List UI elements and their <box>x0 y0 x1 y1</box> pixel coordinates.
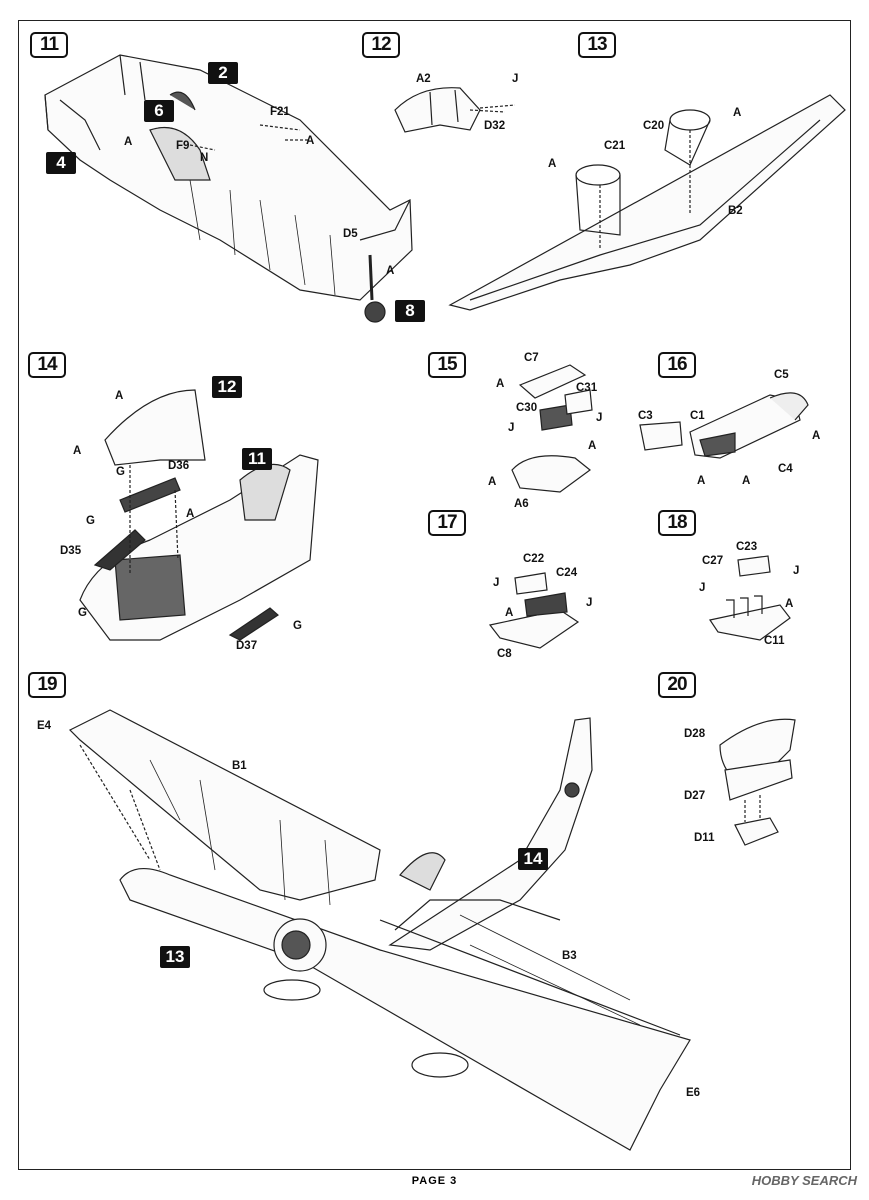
step-number-17: 17 <box>428 510 466 536</box>
glue-callout: A <box>742 475 751 487</box>
step14-nose-drawing <box>79 389 319 641</box>
glue-callout: G <box>116 466 125 478</box>
glue-callout: J <box>508 422 515 434</box>
part-label-c23: C23 <box>736 541 758 553</box>
ref-tag-6: 6 <box>144 100 174 122</box>
ref-tag-11: 11 <box>242 448 272 470</box>
step-number-19: 19 <box>28 672 66 698</box>
part-label-a2: A2 <box>416 73 431 85</box>
glue-callout: A <box>186 508 195 520</box>
part-label-c7: C7 <box>524 352 539 364</box>
step19-aircraft-drawing <box>68 709 691 1151</box>
part-label-c27: C27 <box>702 555 724 567</box>
part-label-d28: D28 <box>684 728 706 740</box>
part-label-c4: C4 <box>778 463 793 475</box>
step18-parts-drawing <box>709 555 791 641</box>
step-number-11: 11 <box>30 32 68 58</box>
part-label-c30: C30 <box>516 402 538 414</box>
part-label-c3: C3 <box>638 410 653 422</box>
part-label-f21: F21 <box>270 106 290 118</box>
step-number-20: 20 <box>658 672 696 698</box>
step11-fuselage-drawing <box>44 54 413 323</box>
step-number-13: 13 <box>578 32 616 58</box>
glue-callout: G <box>86 515 95 527</box>
part-label-c22: C22 <box>523 553 545 565</box>
glue-callout: J <box>512 73 519 85</box>
part-label-d27: D27 <box>684 790 706 802</box>
part-label-b1: B1 <box>232 760 247 772</box>
step12-canopy-drawing <box>394 87 516 133</box>
glue-callout: A <box>733 107 742 119</box>
part-label-c24: C24 <box>556 567 578 579</box>
part-label-c11: C11 <box>764 635 785 647</box>
ref-tag-13: 13 <box>160 946 190 968</box>
glue-callout: A <box>115 390 124 402</box>
part-label-c20: C20 <box>643 120 665 132</box>
step-number-14: 14 <box>28 352 66 378</box>
part-label-c8: C8 <box>497 648 512 660</box>
part-label-c1: C1 <box>690 410 705 422</box>
part-label-d32: D32 <box>484 120 506 132</box>
step13-lower-wing-drawing <box>448 94 846 311</box>
ref-tag-8: 8 <box>395 300 425 322</box>
watermark: HOBBY SEARCH <box>751 1173 857 1188</box>
part-label-c21: C21 <box>604 140 626 152</box>
part-label-d11: D11 <box>694 832 715 844</box>
glue-callout: A <box>124 136 133 148</box>
step-number-18: 18 <box>658 510 696 536</box>
step17-parts-drawing <box>488 572 580 649</box>
step-number-16: 16 <box>658 352 696 378</box>
glue-callout: A <box>488 476 497 488</box>
step20-spinner-drawing <box>719 718 796 846</box>
step-number-12: 12 <box>362 32 400 58</box>
glue-callout: A <box>306 135 315 147</box>
glue-callout: A <box>588 440 597 452</box>
glue-callout: A <box>548 158 557 170</box>
ref-tag-14: 14 <box>518 848 548 870</box>
glue-callout: J <box>586 597 593 609</box>
part-label-d5: D5 <box>343 228 358 240</box>
part-label-a6: A6 <box>514 498 529 510</box>
part-label-f9: F9 <box>176 140 190 152</box>
glue-callout: N <box>200 152 209 164</box>
ref-tag-12: 12 <box>212 376 242 398</box>
part-label-e4: E4 <box>37 720 52 732</box>
glue-callout: A <box>496 378 505 390</box>
glue-callout: J <box>793 565 800 577</box>
ref-tag-4: 4 <box>46 152 76 174</box>
glue-callout: J <box>699 582 706 594</box>
instruction-sheet-border <box>18 20 851 1170</box>
part-label-d36: D36 <box>168 460 190 472</box>
glue-callout: J <box>596 412 603 424</box>
glue-callout: A <box>386 265 395 277</box>
part-label-c5: C5 <box>774 369 789 381</box>
glue-callout: G <box>78 607 87 619</box>
part-label-b3: B3 <box>562 950 577 962</box>
step-number-15: 15 <box>428 352 466 378</box>
step15-parts-drawing <box>511 364 593 493</box>
step16-parts-drawing <box>639 392 809 459</box>
part-label-c31: C31 <box>576 382 598 394</box>
part-label-b2: B2 <box>728 205 743 217</box>
glue-callout: A <box>505 607 514 619</box>
glue-callout: A <box>785 598 794 610</box>
glue-callout: A <box>812 430 821 442</box>
ref-tag-2: 2 <box>208 62 238 84</box>
page-number: PAGE 3 <box>411 1175 458 1187</box>
glue-callout: A <box>697 475 706 487</box>
part-label-e6: E6 <box>686 1087 701 1099</box>
glue-callout: A <box>73 445 82 457</box>
glue-callout: J <box>493 577 500 589</box>
part-label-d37: D37 <box>236 640 258 652</box>
part-label-d35: D35 <box>60 545 82 557</box>
glue-callout: G <box>293 620 302 632</box>
